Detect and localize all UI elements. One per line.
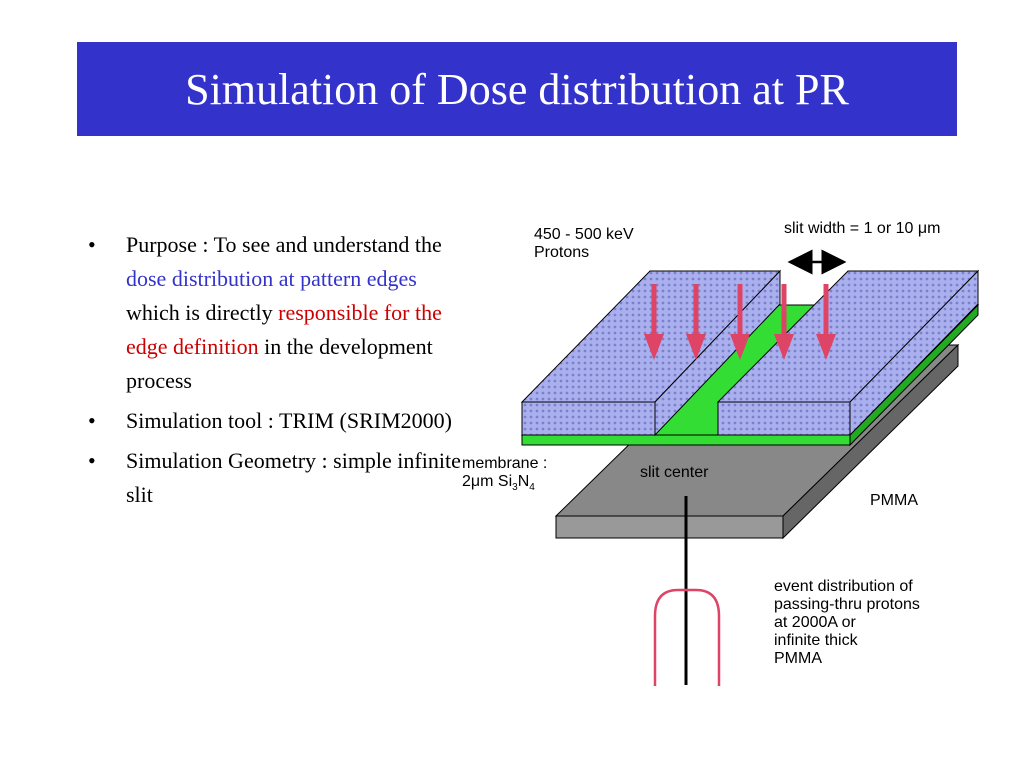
event-line: PMMA	[774, 650, 822, 667]
slide-title: Simulation of Dose distribution at PR	[185, 64, 849, 114]
pmma-front	[555, 515, 784, 539]
bullet-list: • Purpose : To see and understand the dos…	[86, 228, 466, 518]
purpose-highlight-blue: dose distribution at pattern edges	[126, 266, 417, 291]
proton-arrow	[816, 284, 836, 360]
proton-arrow	[774, 284, 794, 360]
bullet-glyph: •	[88, 408, 96, 433]
geometry-text: Simulation Geometry : simple infinite sl…	[126, 448, 461, 507]
membrane-sub-4: 4	[529, 482, 535, 494]
pmma-label: PMMA	[870, 492, 918, 509]
left-block-front	[521, 401, 656, 436]
slit-width-label: slit width = 1 or 10 μm	[784, 220, 941, 237]
membrane-label: membrane : 2μm Si3N4	[462, 455, 547, 497]
membrane-n: N	[517, 473, 530, 490]
proton-arrow	[686, 284, 706, 360]
bullet-simulation-geometry: • Simulation Geometry : simple infinite s…	[86, 444, 466, 512]
event-distribution-curve	[653, 588, 721, 686]
bullet-purpose: • Purpose : To see and understand the dos…	[86, 228, 466, 398]
purpose-highlight-red: responsible for the edge definition	[126, 300, 442, 359]
protons-label: 450 - 500 keV Protons	[534, 226, 634, 262]
slit-center-label: slit center	[640, 464, 709, 481]
bullet-simulation-tool: • Simulation tool : TRIM (SRIM2000)	[86, 404, 466, 438]
proton-arrow	[644, 284, 664, 360]
protons-word: Protons	[534, 244, 590, 261]
membrane-front	[521, 434, 851, 446]
proton-arrows	[644, 284, 836, 360]
tool-text: Simulation tool : TRIM (SRIM2000)	[126, 408, 452, 433]
bullet-glyph: •	[88, 232, 96, 257]
event-line: infinite thick	[774, 632, 858, 649]
membrane-line2: 2μm Si3N4	[462, 473, 547, 497]
membrane-sub-3: 3	[512, 482, 518, 494]
protons-energy: 450 - 500 keV	[534, 226, 634, 243]
purpose-text-1: Purpose : To see and understand the	[126, 232, 442, 257]
event-line: event distribution of	[774, 578, 913, 595]
title-bar: Simulation of Dose distribution at PR	[77, 42, 957, 136]
membrane-thickness: 2μm Si	[462, 473, 513, 490]
event-distribution-label: event distribution of passing-thru proto…	[774, 578, 920, 668]
purpose-text-3: in the development process	[126, 334, 433, 393]
purpose-text-2: which is directly	[126, 300, 279, 325]
proton-arrow	[730, 284, 750, 360]
membrane-line1: membrane :	[462, 455, 548, 472]
bullet-glyph: •	[88, 448, 96, 473]
event-line: passing-thru protons	[774, 596, 920, 613]
right-block-front	[717, 401, 851, 436]
event-line: at 2000A or	[774, 614, 856, 631]
